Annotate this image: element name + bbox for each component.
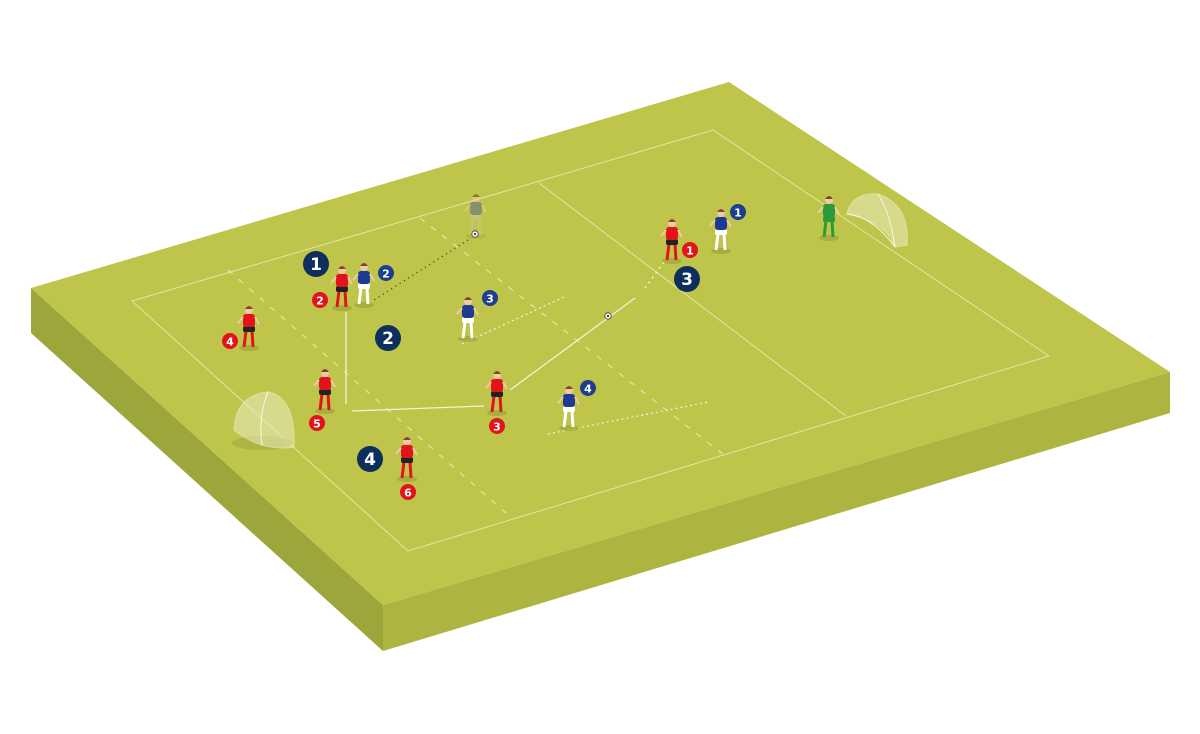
blue-player-number-badge: 3	[482, 290, 498, 306]
halfway-line	[538, 182, 847, 417]
dribble-path-grey	[373, 239, 469, 301]
ball-icon	[471, 230, 479, 238]
svg-text:5: 5	[313, 418, 321, 431]
svg-text:1: 1	[734, 207, 742, 220]
right-goal	[846, 193, 908, 248]
step-number-badge: 2	[375, 325, 401, 351]
red-player-number-badge: 1	[682, 242, 698, 258]
blue-player-2	[352, 263, 375, 308]
svg-text:3: 3	[493, 421, 501, 434]
run-path-blue3	[461, 296, 565, 345]
svg-text:6: 6	[404, 487, 412, 500]
red-player-5	[313, 369, 336, 414]
svg-text:2: 2	[382, 268, 390, 281]
red-player-1	[660, 219, 683, 264]
pitch-surface	[31, 82, 1170, 605]
red-player-4	[237, 306, 260, 351]
red-player-6	[395, 437, 418, 482]
blue-player-number-badge: 1	[730, 204, 746, 220]
blue-player-3	[456, 297, 479, 342]
badges-layer: 1 2 3 4 5 6 1 2 3 4 1 2 3 4	[222, 204, 746, 500]
left-goal	[232, 391, 295, 450]
blue-player-1	[709, 209, 732, 254]
red-player-number-badge: 2	[312, 292, 328, 308]
svg-text:2: 2	[316, 295, 324, 308]
red-player-number-badge: 5	[309, 415, 325, 431]
svg-text:4: 4	[364, 450, 376, 470]
red-player-number-badge: 3	[489, 418, 505, 434]
red-player-3	[485, 371, 508, 416]
red-player-number-badge: 6	[400, 484, 416, 500]
pass-path-3-to-1	[509, 297, 636, 391]
step-number-badge: 1	[303, 251, 329, 277]
red-player-number-badge: 4	[222, 333, 238, 349]
step-number-badge: 3	[674, 266, 700, 292]
pass-path-5-to-3	[351, 405, 485, 412]
run-path-blue4	[547, 401, 709, 435]
svg-text:2: 2	[382, 329, 394, 349]
pitch-side-right	[383, 372, 1170, 651]
red-player-2	[330, 266, 353, 311]
goalkeeper-green	[817, 196, 840, 241]
players-layer	[237, 194, 840, 482]
field-boundary-line	[131, 129, 1051, 552]
step-number-badge: 4	[357, 446, 383, 472]
pitch-side-left	[31, 288, 383, 651]
blue-player-4	[557, 386, 580, 431]
svg-text:4: 4	[584, 383, 592, 396]
ball-icon	[604, 312, 612, 320]
svg-text:3: 3	[681, 270, 693, 290]
blue-player-number-badge: 4	[580, 380, 596, 396]
svg-text:1: 1	[310, 255, 322, 275]
blue-player-number-badge: 2	[378, 265, 394, 281]
svg-text:4: 4	[226, 336, 234, 349]
svg-text:3: 3	[486, 293, 494, 306]
svg-text:1: 1	[686, 245, 694, 258]
